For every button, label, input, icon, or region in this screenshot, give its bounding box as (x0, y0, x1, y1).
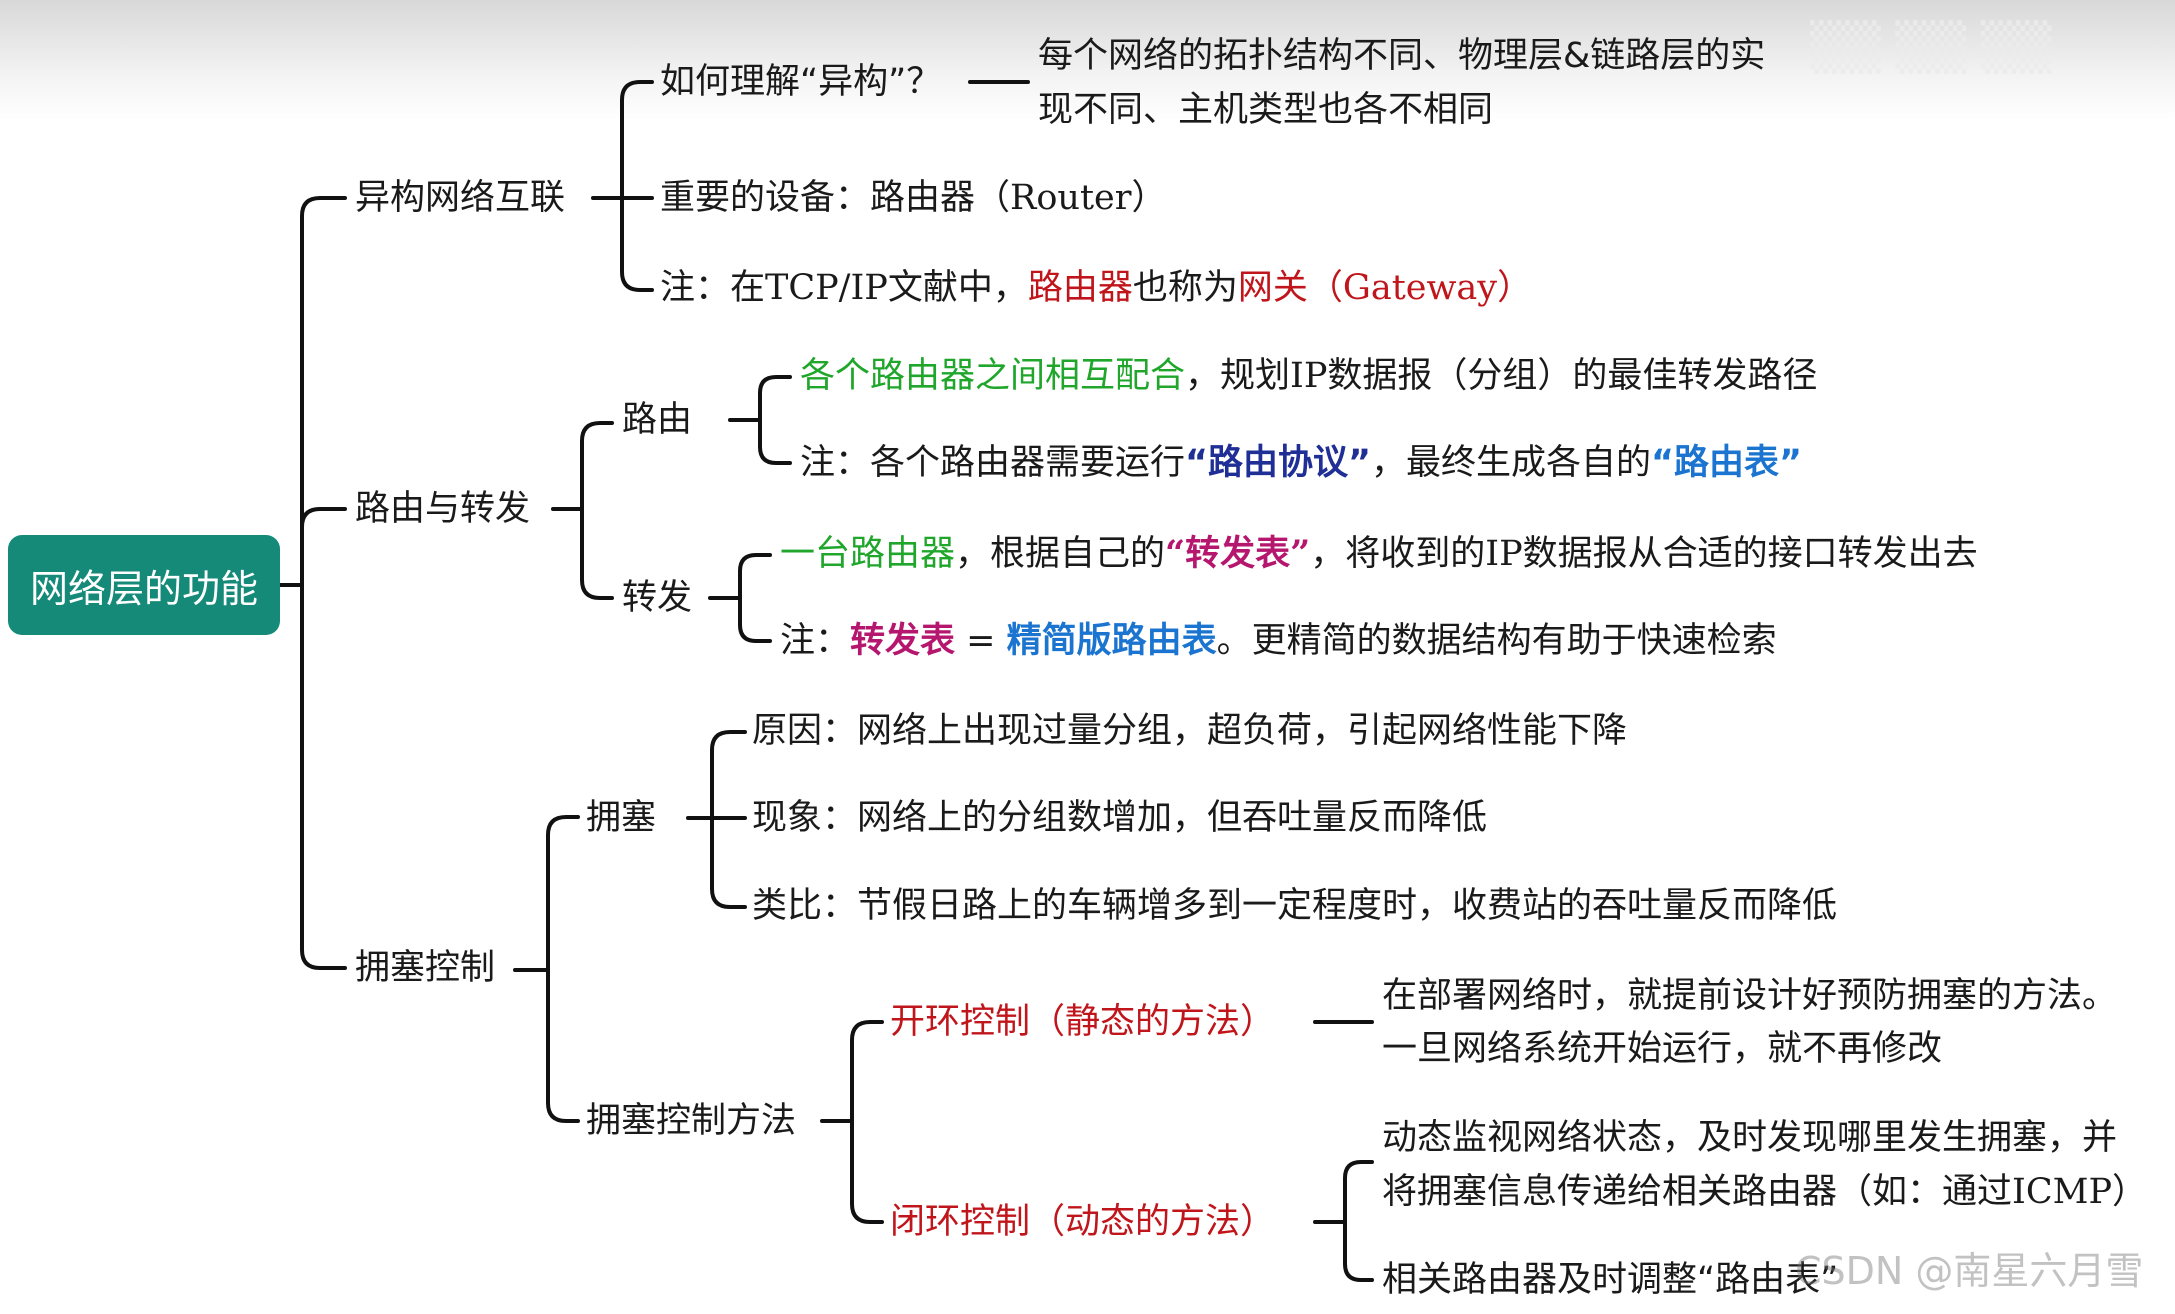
connector-closed-desc-b (1343, 1220, 1374, 1282)
connector-cc-congestion (546, 815, 580, 972)
forwarding-line2-prefix: 注： (780, 621, 851, 661)
branch-heterogeneous-label: 异构网络互联 (355, 178, 566, 218)
hetero-question: 如何理解“异构”？ (660, 62, 942, 102)
forwarding-line1-rest: ，将收到的IP数据报从合适的接口转发出去 (1310, 534, 1978, 574)
forwarding-line2-eq: = (955, 621, 1007, 661)
connector-to-heterogeneous (300, 196, 347, 587)
connector-to-routing-forwarding (300, 507, 347, 587)
hetero-answer-line2: 现不同、主机类型也各不相同 (1038, 90, 1494, 130)
top-shade (0, 0, 2175, 120)
connector-methods-closed (850, 1119, 884, 1224)
routing-line2-mid: ，最终生成各自的 (1371, 443, 1652, 483)
connector-closed-desc-a (1343, 1160, 1374, 1224)
connector-forwarding-l2 (738, 596, 772, 643)
forwarding-line1-table: “转发表” (1165, 533, 1311, 574)
congestion-symptom: 现象：网络上的分组数增加，但吞吐量反而降低 (752, 798, 1488, 838)
routing-line2-table: “路由表” (1651, 443, 1803, 483)
closed-loop-label: 闭环控制（动态的方法） (890, 1202, 1276, 1242)
open-loop-label: 开环控制（静态的方法） (890, 1002, 1276, 1042)
forwarding-line1: 一台路由器，根据自己的“转发表”，将收到的IP数据报从合适的接口转发出去 (780, 532, 1978, 576)
forwarding-line2: 注：转发表 = 精简版路由表。更精简的数据结构有助于快速检索 (780, 619, 1777, 663)
open-loop-desc-line2: 一旦网络系统开始运行，就不再修改 (1382, 1029, 1943, 1069)
hetero-note-router: 路由器 (1027, 268, 1133, 308)
branch-routing-forwarding-label: 路由与转发 (355, 489, 531, 529)
connector-hetero-q (620, 80, 654, 200)
forwarding-label: 转发 (622, 578, 693, 618)
root-node: 网络层的功能 (8, 535, 280, 635)
forwarding-line2-fwd-table: 转发表 (850, 621, 956, 661)
hetero-note: 注：在TCP/IP文献中，路由器也称为网关（Gateway） (660, 266, 1532, 310)
blurred-watermark-top: ▒▒ ▒▒ ▒▒ (1810, 20, 2052, 74)
connector-to-congestion-control (300, 583, 347, 970)
branch-congestion-control-label: 拥塞控制 (355, 948, 496, 988)
connector-cc-methods (546, 968, 580, 1123)
connector-hetero-note (620, 196, 654, 292)
open-loop-desc-line1: 在部署网络时，就提前设计好预防拥塞的方法。 (1382, 976, 2118, 1016)
routing-line2: 注：各个路由器需要运行“路由协议”，最终生成各自的“路由表” (800, 441, 1802, 485)
connector-methods-open (850, 1020, 884, 1123)
hetero-note-prefix: 注：在TCP/IP文献中， (660, 268, 1028, 308)
methods-label: 拥塞控制方法 (586, 1101, 797, 1141)
connector-congestion-analogy (710, 816, 747, 909)
congestion-label: 拥塞 (586, 798, 657, 838)
forwarding-line1-green: 一台路由器 (780, 534, 956, 574)
connector-rf-routing (580, 421, 614, 511)
congestion-cause: 原因：网络上出现过量分组，超负荷，引起网络性能下降 (752, 711, 1628, 751)
routing-line2-prefix: 注：各个路由器需要运行 (800, 443, 1186, 483)
hetero-device: 重要的设备：路由器（Router） (660, 178, 1167, 218)
closed-loop-desc-line1: 动态监视网络状态，及时发现哪里发生拥塞，并 (1382, 1118, 2118, 1158)
routing-label: 路由 (622, 400, 693, 440)
hetero-answer-line1: 每个网络的拓扑结构不同、物理层&链路层的实 (1038, 36, 1766, 76)
routing-line1-green: 各个路由器之间相互配合 (800, 356, 1186, 396)
connector-forwarding-l1 (738, 553, 772, 600)
connector-routing-l2 (758, 418, 792, 465)
csdn-watermark: CSDN @南星六月雪 (1795, 1249, 2144, 1293)
connector-rf-forwarding (580, 507, 614, 600)
forwarding-line2-simple-table: 精简版路由表 (1006, 621, 1217, 661)
connector-routing-l1 (758, 375, 792, 422)
hetero-note-mid: 也称为 (1132, 268, 1238, 308)
routing-line2-protocol: “路由协议” (1185, 443, 1372, 483)
routing-line1-rest: ，规划IP数据报（分组）的最佳转发路径 (1185, 356, 1818, 396)
congestion-analogy: 类比：节假日路上的车辆增多到一定程度时，收费站的吞吐量反而降低 (752, 886, 1838, 926)
connector-congestion-cause (710, 730, 747, 820)
forwarding-line1-mid: ，根据自己的 (955, 534, 1166, 574)
hetero-note-gateway: 网关（Gateway） (1237, 268, 1533, 308)
routing-line1: 各个路由器之间相互配合，规划IP数据报（分组）的最佳转发路径 (800, 354, 1817, 398)
closed-loop-desc-line3: 相关路由器及时调整“路由表” (1382, 1260, 1839, 1300)
closed-loop-desc-line2: 将拥塞信息传递给相关路由器（如：通过ICMP） (1382, 1172, 2147, 1212)
forwarding-line2-rest: 。更精简的数据结构有助于快速检索 (1216, 621, 1777, 661)
